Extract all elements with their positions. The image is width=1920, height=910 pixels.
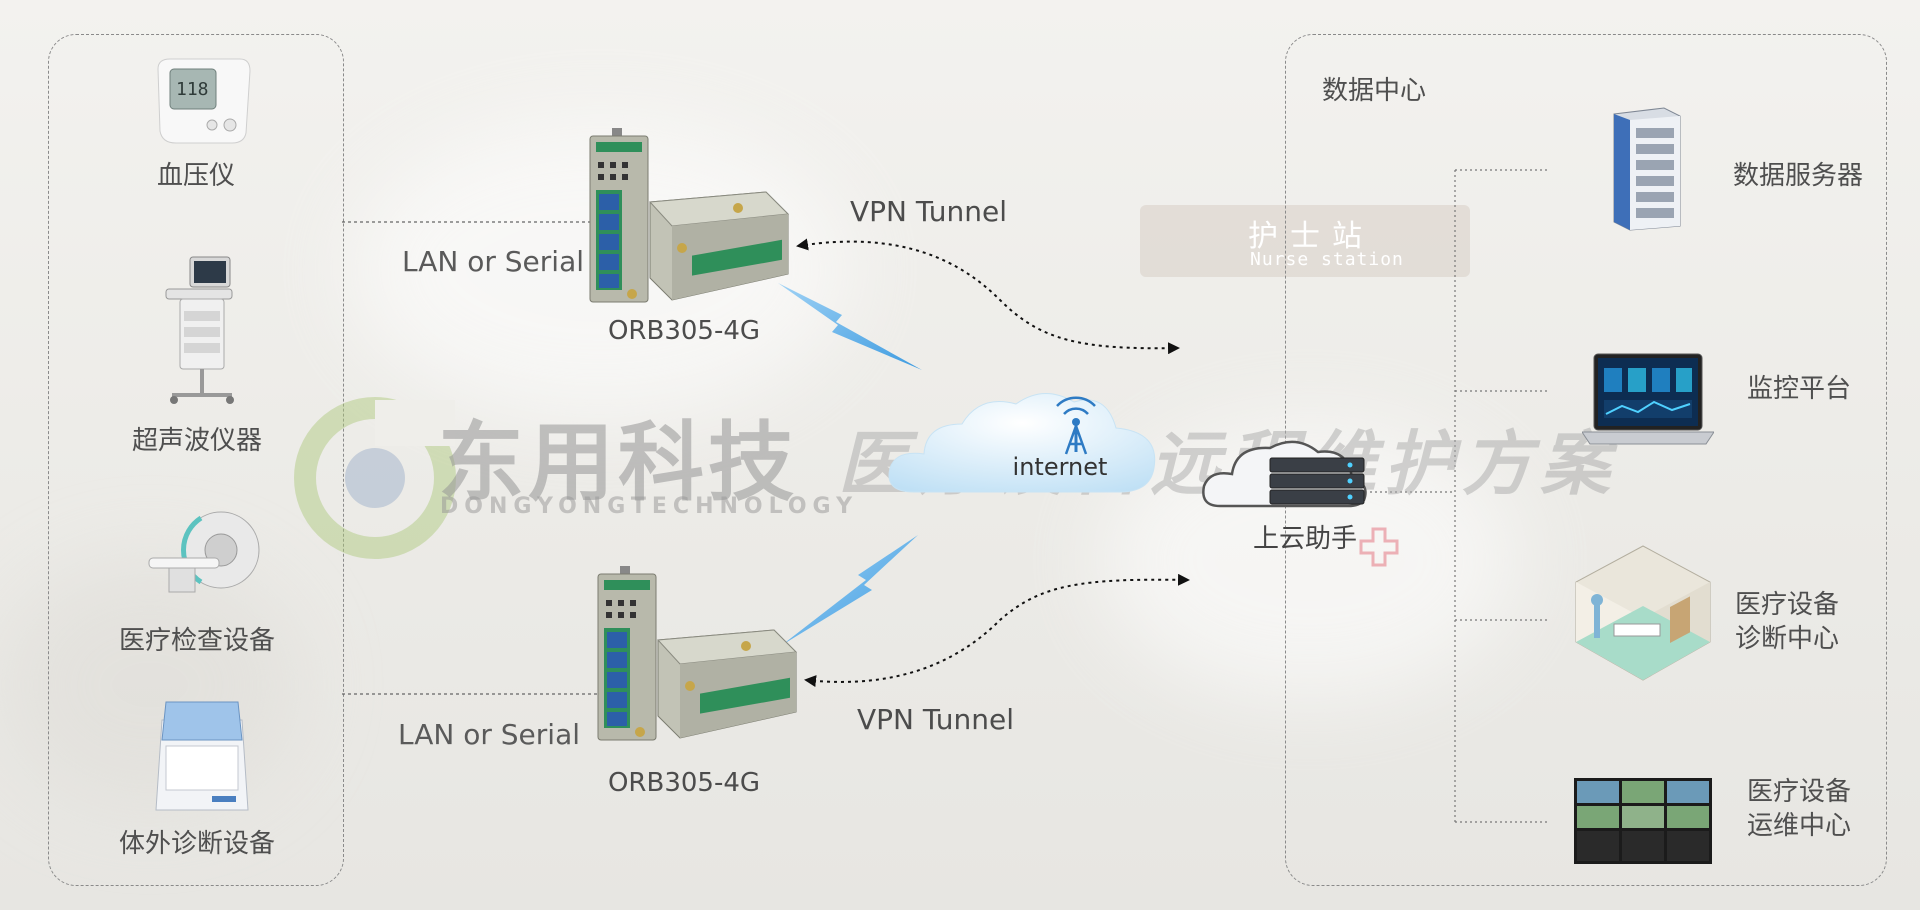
diagnosis-label-line2: 诊断中心 — [1735, 624, 1840, 654]
nurse-station-sign: 护士站 Nurse station — [1140, 205, 1470, 277]
diagnosis-label-line1: 医疗设备 — [1735, 590, 1840, 620]
device-label-ultrasound: 超声波仪器 — [131, 426, 263, 456]
blood-pressure-monitor-icon: 118 — [157, 58, 251, 144]
data-center-title: 数据中心 — [1322, 76, 1427, 106]
lan-or-serial-label: LAN or Serial — [398, 718, 581, 751]
router-model-label: ORB305-4G — [607, 768, 761, 798]
vpn-tunnel-label: VPN Tunnel — [857, 703, 1014, 736]
in-vitro-diagnostic-analyzer-icon — [155, 701, 249, 811]
device-label-ivd: 体外诊断设备 — [118, 829, 276, 859]
operations-label-line1: 医疗设备 — [1747, 777, 1852, 807]
laptop-dashboard-icon — [1582, 353, 1714, 445]
cloud-antenna-icon — [888, 393, 1156, 493]
device-label-mri: 医疗检查设备 — [118, 626, 276, 656]
video-wall-icon — [1574, 778, 1712, 864]
operations-label-line2: 运维中心 — [1747, 811, 1852, 841]
lan-or-serial-label: LAN or Serial — [402, 245, 585, 278]
wireless-lightning-icon — [778, 283, 922, 370]
vpn-tunnel-label: VPN Tunnel — [850, 195, 1007, 228]
data-center-item-server: 数据服务器 — [1733, 161, 1864, 191]
industrial-router-icon — [597, 566, 798, 741]
ultrasound-machine-icon — [165, 256, 234, 404]
data-center-item-diagnosis: 医疗设备 诊断中心 — [1735, 588, 1839, 656]
internet-label: internet — [1012, 453, 1108, 481]
medical-devices-group — [48, 34, 344, 886]
svg-text:118: 118 — [176, 79, 209, 100]
watermark-brand-en: DONGYONGTECHNOLOGY — [440, 494, 859, 519]
router-model-label: ORB305-4G — [607, 316, 761, 346]
server-rack-icon — [1613, 107, 1681, 231]
watermark-brand-cn: 东用科技 — [438, 413, 798, 513]
wireless-lightning-icon — [782, 535, 918, 645]
cloud-server-icon — [1202, 440, 1367, 508]
cloud-assistant-label: 上云助手 — [1252, 524, 1358, 554]
device-label-blood-pressure: 血压仪 — [156, 161, 236, 191]
data-center-item-operations: 医疗设备 运维中心 — [1747, 775, 1851, 843]
background-glow — [0, 560, 300, 810]
vpn-tunnel-path — [804, 573, 1190, 688]
diagnosis-room-icon — [1575, 545, 1711, 681]
vpn-tunnel-path — [796, 238, 1180, 355]
red-cross-icon — [1359, 527, 1399, 567]
nurse-sign-cn: 护士站 — [1248, 219, 1374, 254]
mri-scanner-icon — [148, 511, 260, 593]
industrial-router-icon — [589, 128, 790, 303]
nurse-sign-en: Nurse station — [1250, 249, 1404, 270]
data-center-item-monitor: 监控平台 — [1747, 374, 1852, 404]
